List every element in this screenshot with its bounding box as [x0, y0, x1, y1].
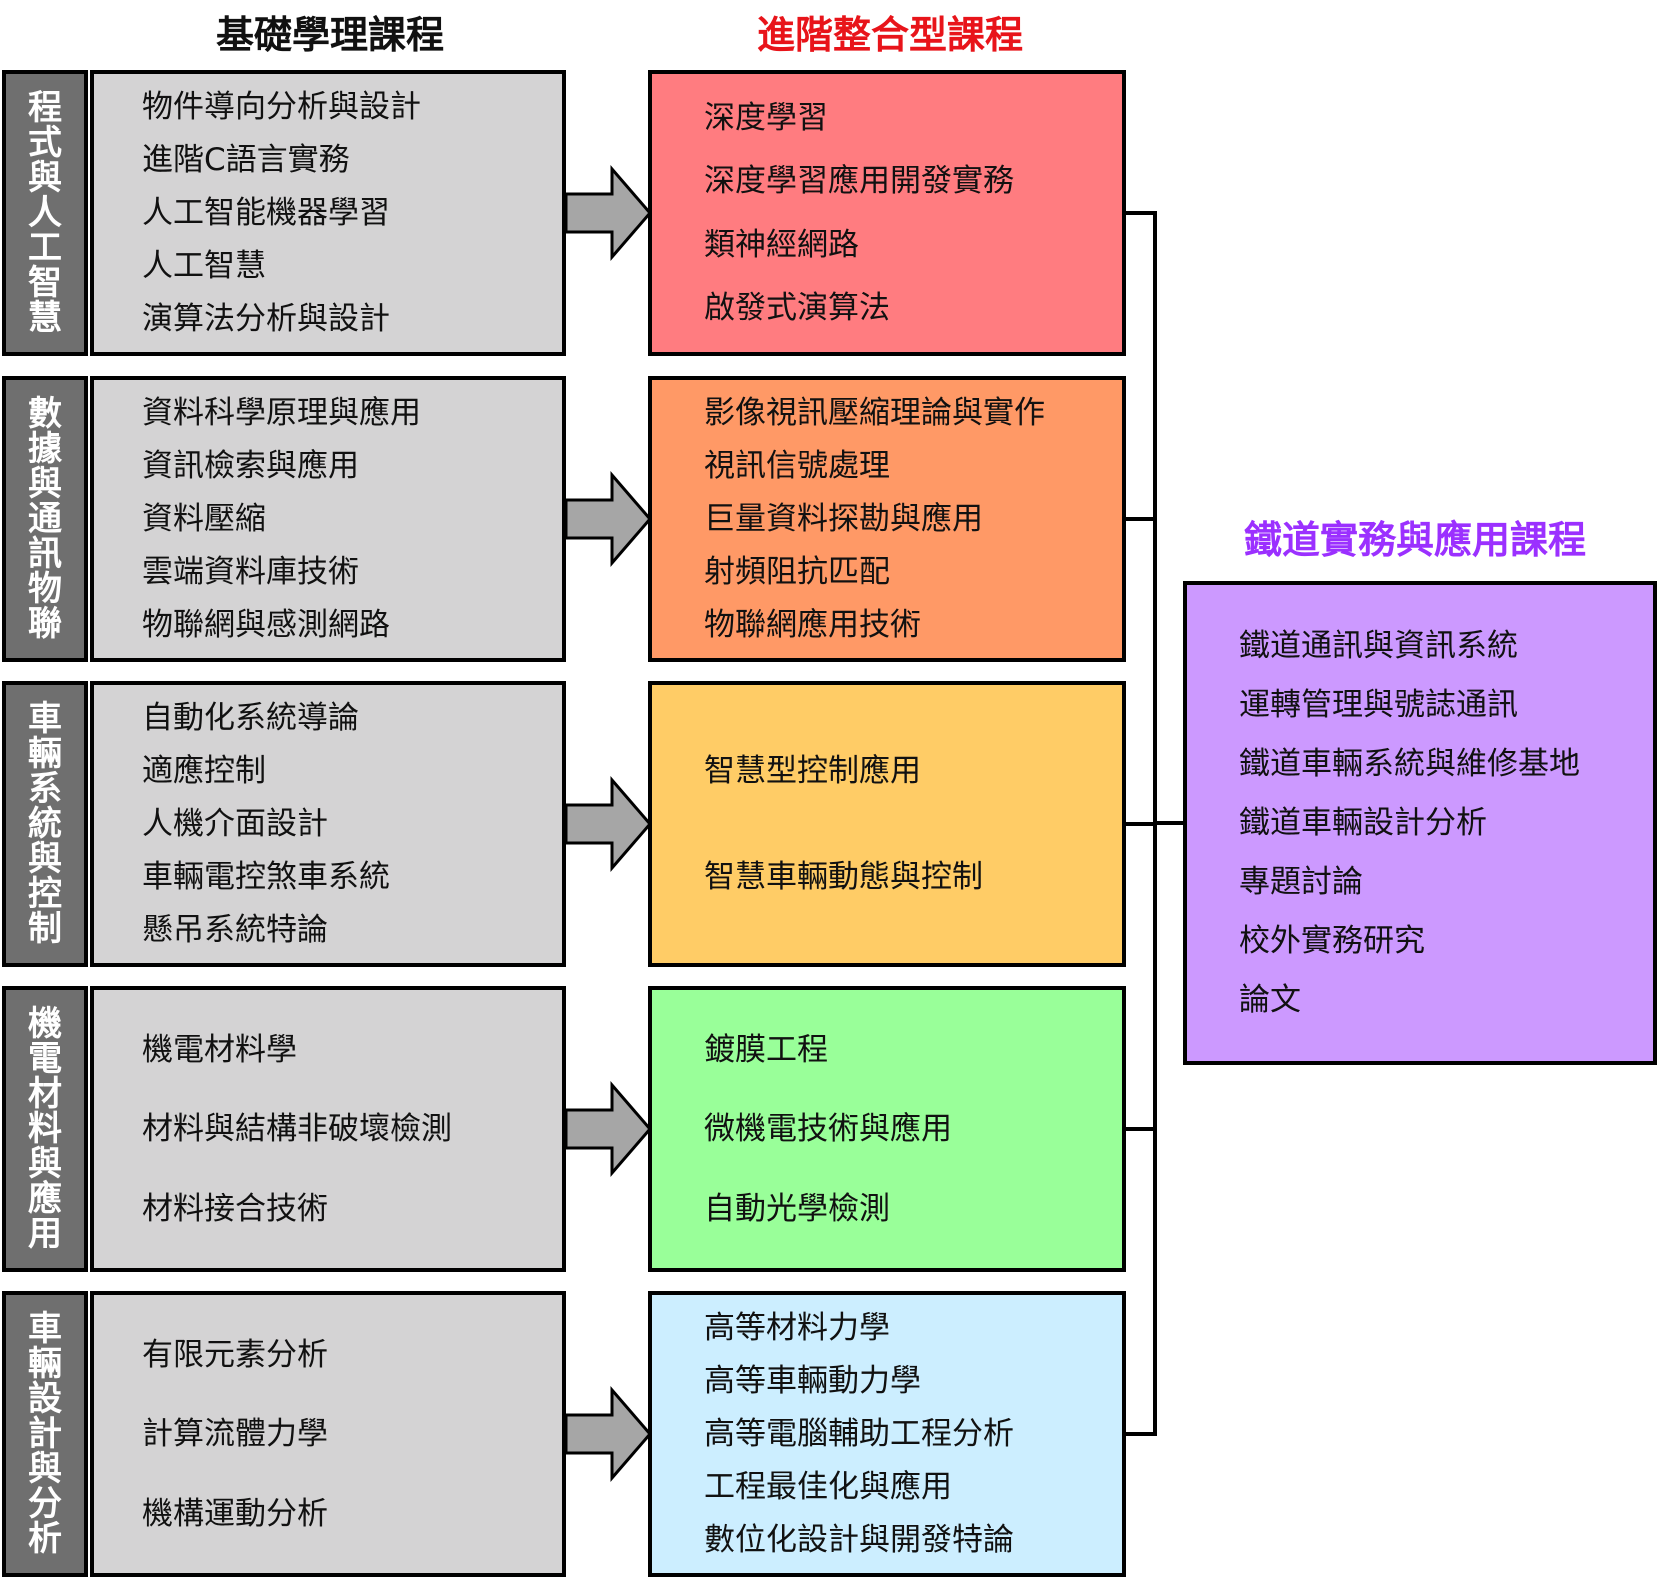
rail-courses-heading: 鐵道實務與應用課程: [1243, 518, 1586, 562]
advanced-course-box: 深度學習深度學習應用開發實務類神經網路啟發式演算法: [648, 70, 1126, 356]
advanced-course-item: 鍍膜工程: [704, 1031, 828, 1068]
advanced-course-item: 自動光學檢測: [704, 1190, 890, 1227]
rail-course-item: 運轉管理與號誌通訊: [1239, 687, 1518, 723]
advanced-course-item: 高等電腦輔助工程分析: [704, 1416, 1014, 1452]
track-label: 機電材料與應用: [2, 986, 88, 1272]
basic-course-item: 物聯網與感測網路: [142, 607, 390, 643]
basic-course-item: 材料接合技術: [142, 1190, 328, 1227]
advanced-course-item: 視訊信號處理: [704, 448, 890, 484]
rail-course-item: 校外實務研究: [1239, 923, 1425, 959]
basic-courses-heading: 基礎學理課程: [215, 13, 444, 57]
track-label-text: 車輛設計與分析: [28, 1308, 62, 1559]
rail-course-item: 鐵道車輛設計分析: [1239, 805, 1487, 841]
basic-course-item: 車輛電控煞車系統: [142, 859, 390, 895]
basic-course-item: 演算法分析與設計: [142, 301, 390, 337]
basic-course-item: 進階C語言實務: [142, 142, 350, 178]
basic-course-item: 適應控制: [142, 753, 266, 789]
track-label: 程式與人工智慧: [2, 70, 88, 356]
basic-course-item: 自動化系統導論: [142, 700, 359, 736]
track-label: 數據與通訊物聯: [2, 376, 88, 662]
track-label-text: 數據與通訊物聯: [28, 393, 62, 644]
basic-course-item: 有限元素分析: [142, 1336, 328, 1373]
basic-course-item: 人工智能機器學習: [142, 195, 390, 231]
basic-course-item: 機電材料學: [142, 1031, 297, 1068]
basic-course-box: 自動化系統導論適應控制人機介面設計車輛電控煞車系統懸吊系統特論: [90, 681, 566, 967]
advanced-course-box: 鍍膜工程微機電技術與應用自動光學檢測: [648, 986, 1126, 1272]
advanced-course-item: 物聯網應用技術: [704, 607, 921, 643]
rail-course-item: 鐵道車輛系統與維修基地: [1239, 746, 1580, 782]
track-label-text: 機電材料與應用: [28, 1003, 62, 1254]
basic-course-item: 材料與結構非破壞檢測: [142, 1111, 452, 1147]
basic-course-item: 物件導向分析與設計: [142, 89, 421, 125]
basic-course-box: 有限元素分析計算流體力學機構運動分析: [90, 1291, 566, 1577]
basic-course-item: 人工智慧: [142, 248, 266, 284]
advanced-course-item: 智慧車輛動態與控制: [704, 859, 983, 895]
arrow-right-icon: [564, 775, 652, 873]
basic-course-item: 資料科學原理與應用: [142, 395, 421, 431]
track-label: 車輛設計與分析: [2, 1291, 88, 1577]
rail-course-item: 專題討論: [1239, 864, 1363, 900]
advanced-course-item: 高等材料力學: [704, 1310, 890, 1346]
basic-course-item: 機構運動分析: [142, 1495, 328, 1532]
advanced-course-item: 影像視訊壓縮理論與實作: [704, 395, 1045, 431]
basic-course-item: 資訊檢索與應用: [142, 448, 359, 484]
basic-course-box: 資料科學原理與應用資訊檢索與應用資料壓縮雲端資料庫技術物聯網與感測網路: [90, 376, 566, 662]
basic-course-box: 物件導向分析與設計進階C語言實務人工智能機器學習人工智慧演算法分析與設計: [90, 70, 566, 356]
arrow-right-icon: [564, 1385, 652, 1483]
arrow-right-icon: [564, 1080, 652, 1178]
basic-course-item: 人機介面設計: [142, 806, 328, 842]
rail-courses-box: 鐵道通訊與資訊系統運轉管理與號誌通訊鐵道車輛系統與維修基地鐵道車輛設計分析專題討…: [1183, 581, 1657, 1065]
arrow-right-icon: [564, 164, 652, 262]
advanced-course-item: 數位化設計與開發特論: [704, 1522, 1014, 1558]
basic-course-item: 計算流體力學: [142, 1416, 328, 1452]
advanced-course-box: 影像視訊壓縮理論與實作視訊信號處理巨量資料探勘與應用射頻阻抗匹配物聯網應用技術: [648, 376, 1126, 662]
rail-course-item: 論文: [1239, 982, 1301, 1018]
basic-course-item: 資料壓縮: [142, 501, 266, 537]
advanced-course-box: 智慧型控制應用智慧車輛動態與控制: [648, 681, 1126, 967]
advanced-course-item: 工程最佳化與應用: [704, 1469, 952, 1505]
advanced-course-item: 巨量資料探勘與應用: [704, 501, 983, 537]
advanced-course-item: 微機電技術與應用: [704, 1111, 952, 1147]
track-label-text: 程式與人工智慧: [28, 87, 62, 338]
advanced-course-item: 深度學習: [704, 99, 828, 136]
basic-course-item: 雲端資料庫技術: [142, 554, 359, 590]
advanced-course-item: 類神經網路: [704, 226, 859, 263]
advanced-course-item: 深度學習應用開發實務: [704, 163, 1014, 200]
advanced-course-item: 高等車輛動力學: [704, 1363, 921, 1399]
rail-course-item: 鐵道通訊與資訊系統: [1239, 628, 1518, 664]
advanced-courses-heading: 進階整合型課程: [756, 13, 1023, 57]
basic-course-item: 懸吊系統特論: [142, 912, 328, 948]
basic-course-box: 機電材料學材料與結構非破壞檢測材料接合技術: [90, 986, 566, 1272]
advanced-course-box: 高等材料力學高等車輛動力學高等電腦輔助工程分析工程最佳化與應用數位化設計與開發特…: [648, 1291, 1126, 1577]
arrow-right-icon: [564, 470, 652, 568]
track-label: 車輛系統與控制: [2, 681, 88, 967]
track-label-text: 車輛系統與控制: [28, 698, 62, 949]
advanced-course-item: 射頻阻抗匹配: [704, 554, 890, 590]
advanced-course-item: 智慧型控制應用: [704, 753, 921, 789]
advanced-course-item: 啟發式演算法: [704, 290, 890, 327]
